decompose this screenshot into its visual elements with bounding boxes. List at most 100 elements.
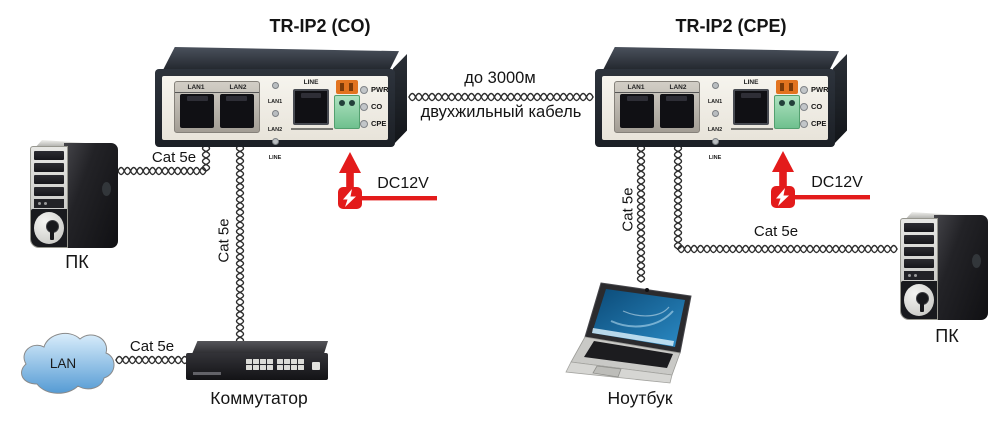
ethernet-switch — [186, 341, 332, 387]
lan2-led-label: LAN2 — [267, 127, 283, 133]
mode-led-column: PWR CO CPE — [800, 81, 829, 132]
device-title-cpe: TR-IP2 (CPE) — [675, 16, 787, 36]
terminal-block — [774, 95, 800, 129]
co-led-icon — [360, 102, 368, 111]
dc12v-label-co: DC12V — [377, 175, 429, 192]
lan1-led-label: LAN1 — [267, 99, 283, 105]
lan-ports-bezel: LAN1 LAN2 — [614, 81, 700, 133]
switch-top-face — [192, 341, 328, 354]
pc-side-panel — [64, 143, 118, 248]
line-port-label: LINE — [743, 79, 759, 86]
cable-cpe-to-laptop — [636, 144, 646, 283]
cable-cloud-to-switch — [115, 355, 189, 365]
device-front-panel: LAN1 LAN2 LAN1 LAN2 LINE LINE — [602, 76, 829, 161]
cable-cpe-to-pc-right — [673, 144, 898, 254]
switch-ports — [246, 359, 304, 370]
lan1-led-icon — [271, 82, 279, 89]
laptop-keyboard — [584, 341, 673, 368]
terminal-block — [334, 95, 360, 129]
power-arrow-cpe — [771, 151, 870, 208]
switch-uplink-port — [312, 362, 320, 370]
cable-cpe-to-laptop — [636, 144, 646, 283]
pc-side-panel — [934, 215, 988, 320]
device-front-face: LAN1 LAN2 LAN1 LAN2 LINE LINE — [595, 69, 835, 161]
lan2-port-label: LAN2 — [669, 84, 687, 91]
terminal-plug — [776, 80, 798, 94]
power-arrow-co — [338, 152, 437, 209]
front-lower-panel — [901, 281, 937, 319]
cable-label-pc-right: Cat 5e — [753, 223, 799, 240]
cable-label-cloud: Cat 5e — [129, 338, 175, 355]
lightning-bolt-icon — [776, 188, 789, 206]
pwr-led-icon — [360, 85, 368, 94]
status-led-column: LAN1 LAN2 LINE — [702, 82, 728, 166]
lan1-port — [620, 94, 655, 128]
pc-right — [898, 212, 990, 324]
extender-co: LAN1 LAN2 LAN1 LAN2 LINE LINE — [155, 45, 407, 161]
pc-right-label: ПК — [935, 326, 959, 346]
cable-label-switch: Cat 5e — [215, 218, 233, 263]
link-distance-label: до 3000м — [464, 69, 536, 87]
dc12v-label-cpe: DC12V — [811, 174, 863, 191]
line-port-label: LINE — [303, 79, 319, 86]
cpe-led-label: CPE — [371, 119, 387, 128]
lan-port-labels: LAN1 LAN2 — [615, 82, 699, 93]
device-front-panel: LAN1 LAN2 LAN1 LAN2 LINE LINE — [162, 76, 389, 161]
lan2-led-icon — [711, 110, 719, 117]
cpe-led-icon — [800, 119, 808, 128]
co-led-icon — [800, 102, 808, 111]
webcam-icon — [645, 288, 649, 292]
line-led-label: LINE — [708, 155, 722, 161]
device-front-face: LAN1 LAN2 LAN1 LAN2 LINE LINE — [155, 69, 395, 161]
status-led-column: LAN1 LAN2 LINE — [262, 82, 288, 166]
lan1-led-label: LAN1 — [707, 99, 723, 105]
lan1-port-label: LAN1 — [627, 84, 645, 91]
cable-label-pc-left: Cat 5e — [151, 149, 197, 166]
pwr-led-icon — [800, 85, 808, 94]
drive-bays — [901, 219, 937, 268]
front-lower-panel — [31, 209, 67, 247]
line-led-label: LINE — [268, 155, 282, 161]
power-cord-line — [793, 195, 870, 200]
lan1-port-label: LAN1 — [187, 84, 205, 91]
line-led-icon — [271, 138, 279, 145]
laptop-touchpad — [592, 365, 622, 378]
lan2-led-label: LAN2 — [707, 127, 723, 133]
line-led-icon — [711, 138, 719, 145]
extender-cpe: LAN1 LAN2 LAN1 LAN2 LINE LINE — [595, 45, 847, 161]
lan2-led-icon — [271, 110, 279, 117]
lan2-port-label: LAN2 — [229, 84, 247, 91]
switch-front-face — [186, 353, 328, 380]
front-io-strip — [904, 271, 934, 280]
front-io-strip — [34, 199, 64, 208]
lightning-bolt-icon — [343, 189, 356, 207]
device-top-face — [603, 47, 839, 70]
link-cable-type-label: двухжильный кабель — [420, 103, 582, 121]
laptop — [565, 282, 692, 384]
terminal-plug — [336, 80, 358, 94]
cable-line-link — [408, 92, 594, 102]
power-shield — [34, 212, 64, 244]
lan-cloud: LAN — [21, 332, 115, 394]
co-led-label: CO — [371, 102, 383, 111]
lan1-port — [180, 94, 215, 128]
pc-left-label: ПК — [65, 252, 89, 272]
line-port — [733, 89, 769, 125]
cpe-led-icon — [360, 119, 368, 128]
lan-port-labels: LAN1 LAN2 — [175, 82, 259, 93]
drive-bays — [31, 147, 67, 196]
pc-side-vent — [972, 254, 981, 268]
handle-mark — [731, 128, 773, 130]
power-cord-line — [360, 196, 437, 201]
lan1-led-icon — [711, 82, 719, 89]
laptop-label: Ноутбук — [607, 388, 673, 408]
pc-front-panel — [900, 218, 938, 320]
lan2-port — [219, 94, 254, 128]
device-title-co: TR-IP2 (CO) — [269, 16, 371, 36]
pc-front-panel — [30, 146, 68, 248]
line-port — [293, 89, 329, 125]
pc-side-vent — [102, 182, 111, 196]
switch-print — [193, 372, 221, 375]
pwr-led-label: PWR — [371, 85, 389, 94]
pwr-led-label: PWR — [811, 85, 829, 94]
